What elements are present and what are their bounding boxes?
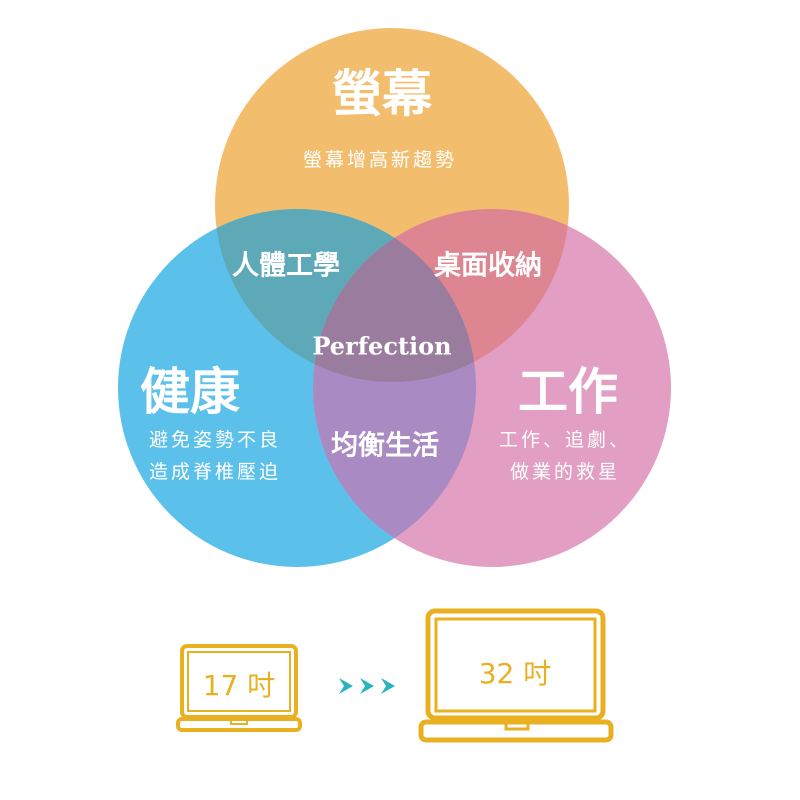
health-title: 健康 [140,363,240,421]
health-subtitle: 避免姿勢不良 造成脊椎壓迫 [149,424,281,488]
perfection-label: Perfection [312,331,452,361]
work-title: 工作 [518,363,618,421]
desk-storage-label: 桌面收納 [434,250,542,282]
work-subtitle-line: 工作、追劇、 [498,429,632,451]
large-laptop-icon [418,608,614,743]
large-laptop-label: 32 吋 [478,657,552,690]
small-laptop-label: 17 吋 [202,669,276,702]
overlap-center [313,209,476,382]
arrow-icons [339,678,395,694]
work-subtitle-line: 做業的救星 [509,461,621,483]
small-laptop-icon [176,644,302,732]
screen-subtitle: 螢幕增高新趨勢 [302,149,458,171]
screen-title: 螢幕 [332,65,432,123]
health-subtitle-line: 避免姿勢不良 [148,429,282,451]
health-subtitle-line: 造成脊椎壓迫 [148,461,282,483]
balanced-life-label: 均衡生活 [331,430,439,462]
work-subtitle: 工作、追劇、 做業的救星 [499,424,631,488]
ergonomics-label: 人體工學 [232,250,340,282]
